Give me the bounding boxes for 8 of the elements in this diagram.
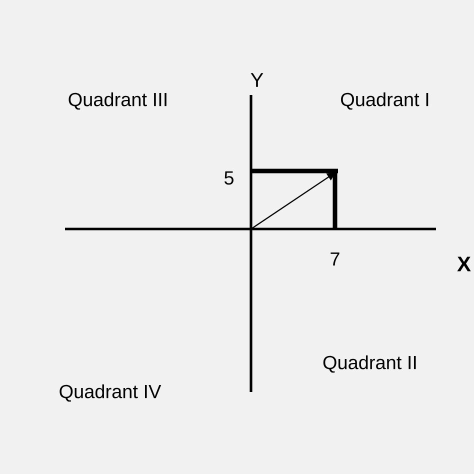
quadrant-label: Quadrant I <box>341 92 428 110</box>
axis-label: X <box>457 256 471 272</box>
axis-label: Y <box>250 73 264 87</box>
value-label: 7 <box>330 252 340 266</box>
quadrant-label: Quadrant II <box>323 355 416 373</box>
quadrant-label: Quadrant IV <box>60 384 162 402</box>
value-label: 5 <box>224 171 234 185</box>
quadrant-label: Quadrant III <box>68 92 166 110</box>
